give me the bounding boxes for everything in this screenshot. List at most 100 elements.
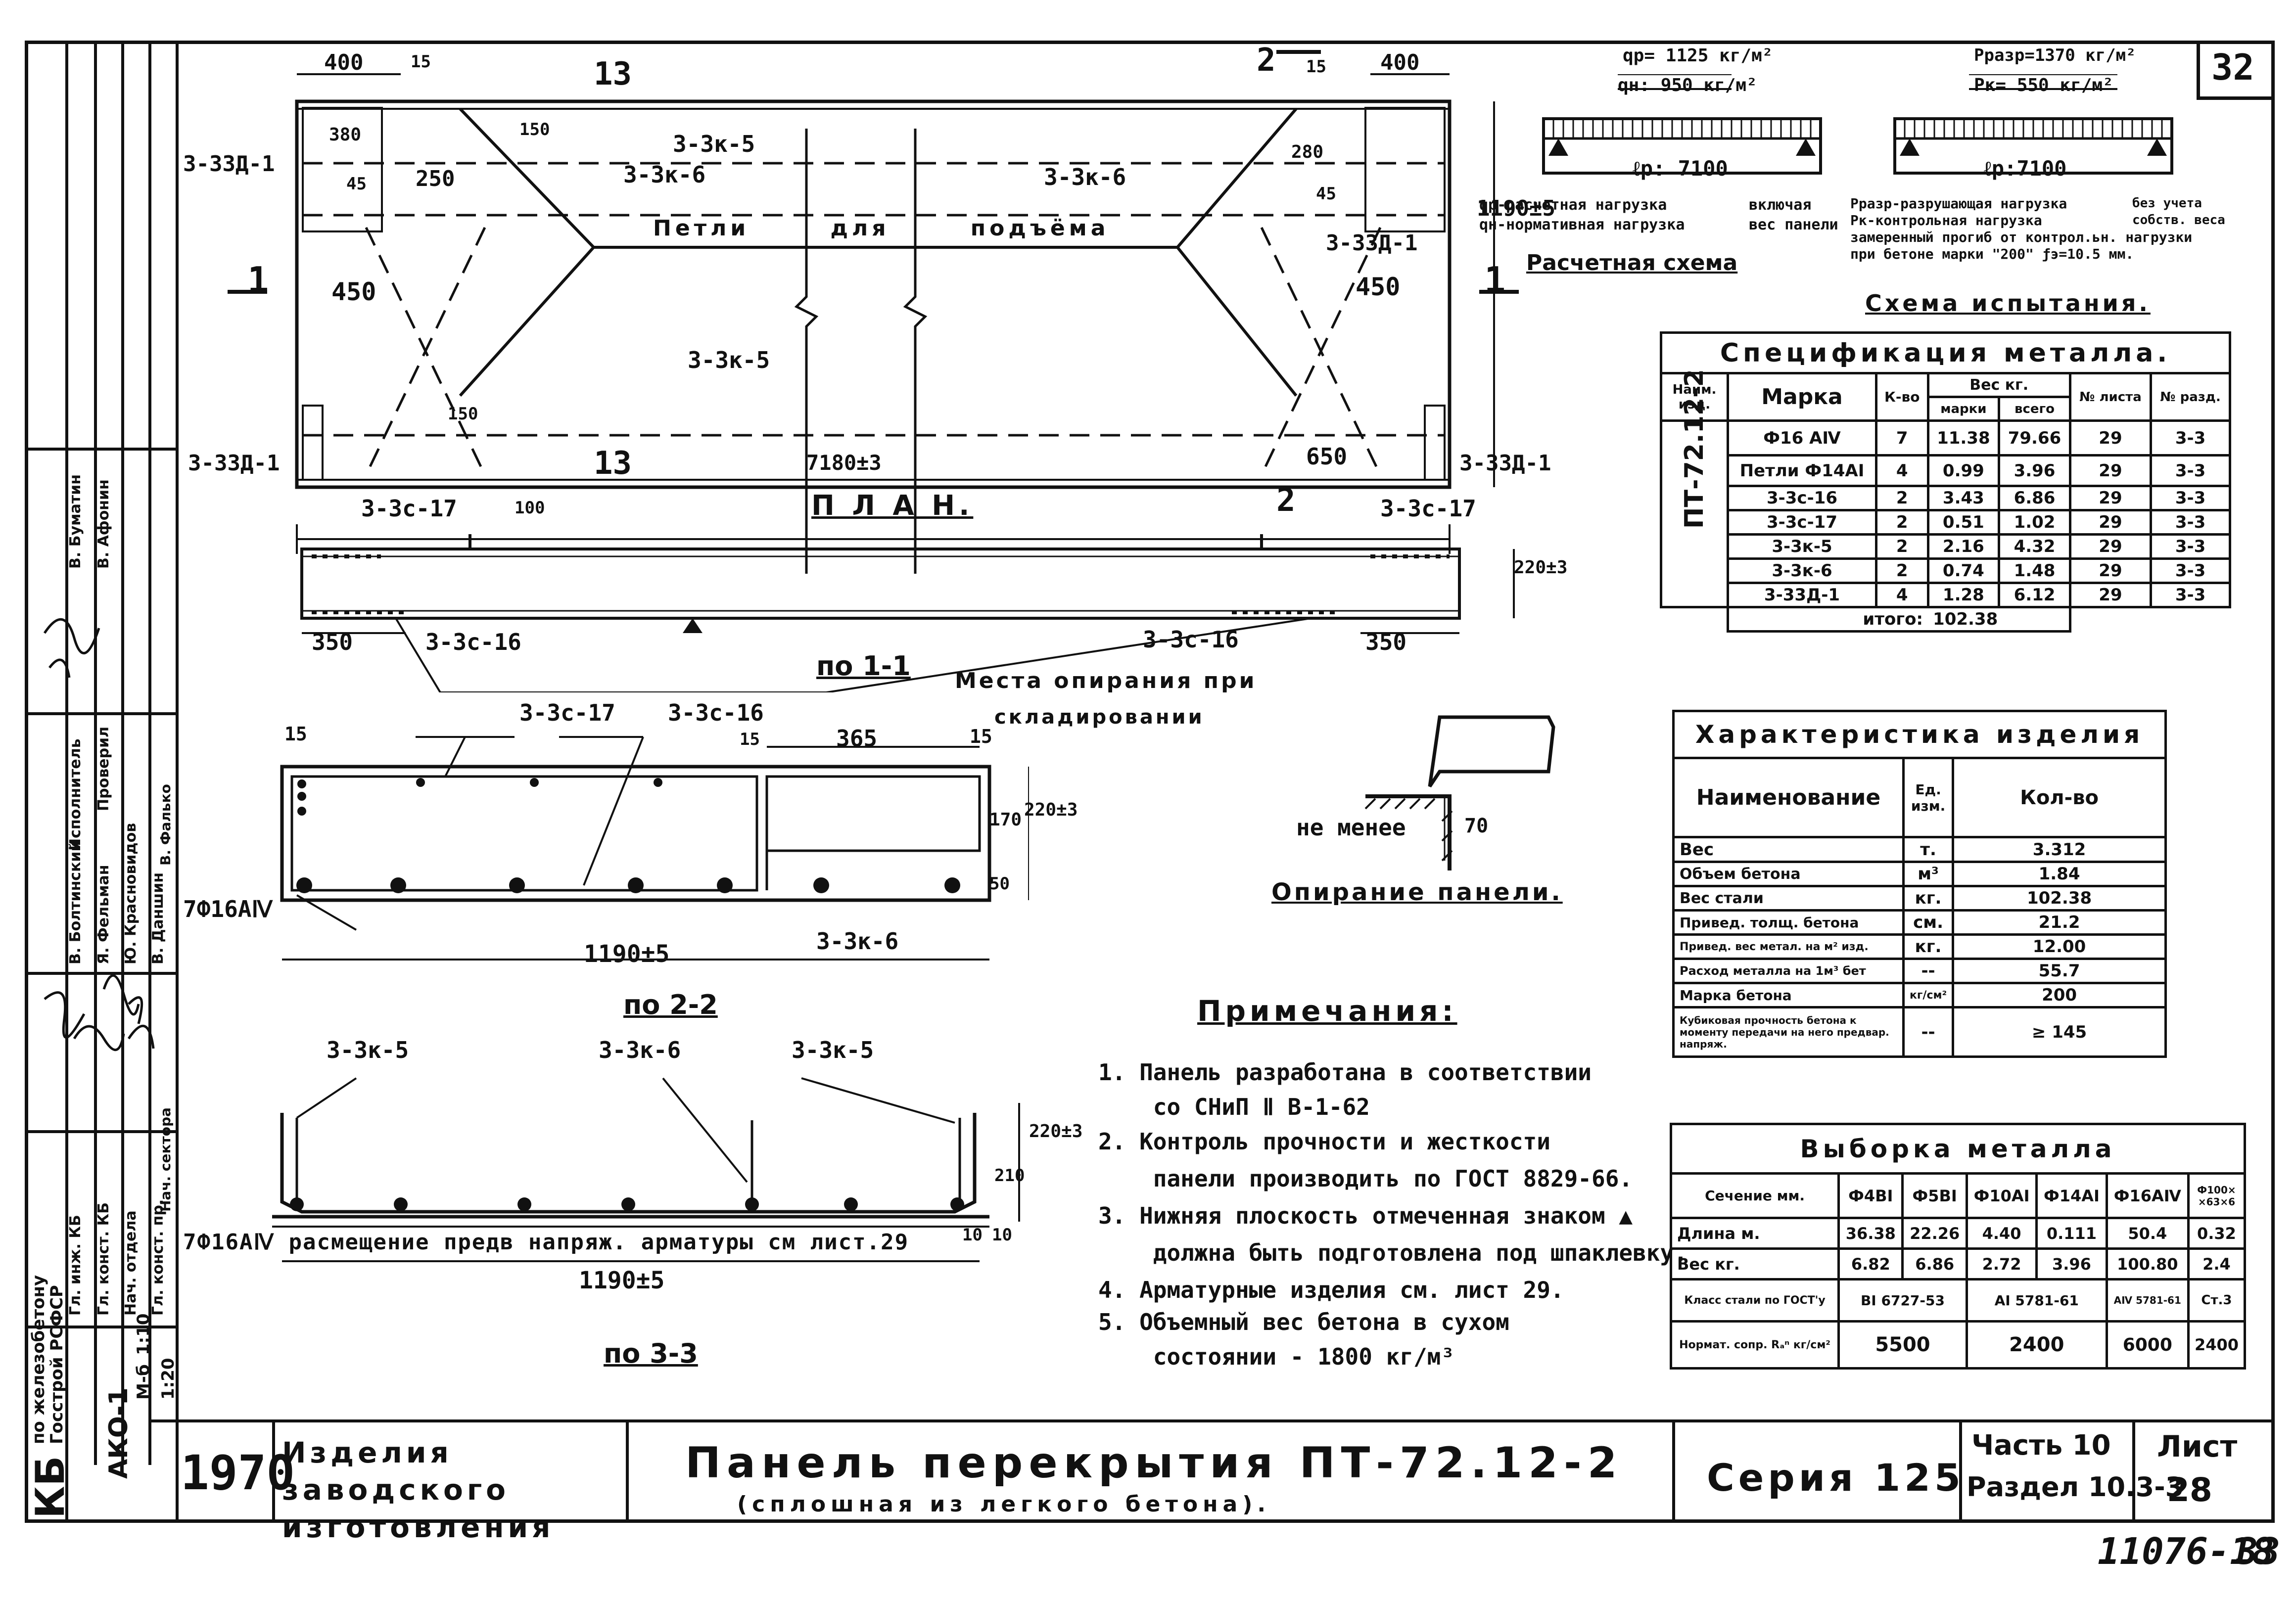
- select-cell: 36.38: [1837, 1217, 1904, 1250]
- title-divider: [1959, 1419, 1962, 1523]
- spec-h-mark: Марка: [1727, 372, 1877, 422]
- spec-cell: 3-3с-16: [1727, 485, 1877, 511]
- spec-cell: 3-33Д-1: [1727, 582, 1877, 608]
- plan-label-33d1-br: 3-33Д-1: [1459, 451, 1551, 476]
- s11-label-3c17-left: 3-3с-17: [361, 495, 457, 522]
- s33-dim-210: 210: [994, 1166, 1025, 1186]
- plan-label-33d1-tl: 3-33Д-1: [183, 151, 275, 177]
- select-cell: 100.80: [2105, 1247, 2190, 1281]
- spec-cell: 3-3: [2150, 557, 2231, 584]
- spec-cell: 2: [1874, 533, 1929, 560]
- s33-dim-10a: 10: [962, 1225, 983, 1245]
- note-line-7: 4. Арматурные изделия см. лист 29.: [1098, 1277, 1564, 1303]
- plan-dim-400-left: 400: [324, 50, 364, 75]
- spec-cell: 29: [2068, 533, 2153, 560]
- s22-dim-1190: 1190±5: [584, 940, 670, 968]
- select-cell: 2.72: [1965, 1247, 2038, 1281]
- select-cell: 0.111: [2035, 1217, 2108, 1250]
- char-cell: 55.7: [1952, 958, 2167, 984]
- select-cell: Вес кг.: [1669, 1247, 1840, 1281]
- spec-product: ПТ-72.12-2: [1660, 369, 1729, 608]
- select-norm-b1: 5500: [1837, 1320, 1968, 1370]
- test-scheme-drawing: [1893, 74, 2173, 175]
- char-cell: Привед. толщ. бетона: [1672, 909, 1905, 936]
- binding-line: [148, 41, 151, 1465]
- code: АКО-1: [104, 1387, 134, 1479]
- s11-support-note-1: Места опирания при: [955, 668, 1257, 693]
- spec-cell: 3-3к-5: [1727, 533, 1877, 560]
- char-cell: 102.38: [1952, 885, 2167, 912]
- test-pk: Рк= 550 кг/м²: [1974, 75, 2113, 95]
- section: Раздел 10.3-3: [1967, 1471, 2184, 1503]
- title-divider: [272, 1419, 275, 1523]
- select-h: Ф100× ×63×6: [2187, 1172, 2247, 1219]
- s33-label-3k5-right: 3-3к-5: [792, 1037, 874, 1063]
- binding-line: [176, 41, 179, 1523]
- s22-dim-170: 170: [989, 810, 1022, 830]
- char-table: Характеристика изделия Наименование Ед. …: [1672, 710, 2167, 1058]
- test-legend-1: Рразр-разрушающая нагрузка: [1850, 195, 2067, 212]
- role-2: Гл. конст. КБ: [95, 1202, 112, 1316]
- select-title: Выборка металла: [1670, 1123, 2246, 1175]
- spec-product-label: ПТ-72.12-2: [1680, 369, 1709, 529]
- calc-qp: qр= 1125 кг/м²: [1623, 46, 1773, 66]
- select-cell: Длина м.: [1669, 1217, 1840, 1250]
- select-norm-a4: 6000: [2105, 1320, 2190, 1370]
- sheet-number-box: [2197, 41, 2275, 100]
- drawing-subtitle: (сплошная из легкого бетона).: [737, 1492, 1271, 1517]
- spec-cell: 0.74: [1926, 557, 2001, 584]
- role-4: Гл. конст. пр.: [149, 1199, 167, 1316]
- plan-label-3k6-left: 3-3к-6: [623, 161, 706, 188]
- plan-dim-45-right: 45: [1316, 184, 1336, 204]
- note-line-5: 3. Нижняя плоскость отмеченная знаком ▲: [1098, 1202, 1633, 1229]
- binding-line: [25, 1130, 176, 1133]
- test-legend-5: без учета: [2132, 196, 2202, 211]
- support-note: не менее: [1296, 814, 1406, 841]
- s11-dim-350-right: 350: [1365, 629, 1407, 655]
- calc-legend-3: включая: [1749, 196, 1812, 214]
- plan-label-33d1-r: 3-33Д-1: [1326, 230, 1418, 256]
- test-lp: ℓр:7100: [1984, 156, 2067, 181]
- calc-legend-2: qн-нормативная нагрузка: [1479, 216, 1685, 233]
- s11-section-2: 2: [1276, 482, 1296, 519]
- spec-cell: 3-3к-6: [1727, 557, 1877, 584]
- calc-legend-1: qр-расчетная нагрузка: [1479, 196, 1667, 214]
- plan-dim-400-right: 400: [1380, 50, 1420, 75]
- note-line-6: должна быть подготовлена под шпаклевку.: [1098, 1239, 1687, 1266]
- char-cell: Марка бетона: [1672, 982, 1905, 1008]
- select-norm-a1: 2400: [1965, 1320, 2108, 1370]
- plan-dim-250: 250: [416, 166, 455, 191]
- plan-dim-280: 280: [1291, 142, 1324, 162]
- spec-h-sheet: № листа: [2068, 372, 2153, 422]
- sheet-number-top: 32: [2211, 46, 2254, 88]
- char-cell: кг/см²: [1902, 982, 1955, 1008]
- category: Изделия заводского изготовления: [282, 1436, 555, 1544]
- calc-scheme-drawing: [1542, 74, 1822, 175]
- plan-dim-650: 650: [1306, 443, 1348, 470]
- plan-dim-45-left: 45: [346, 174, 367, 194]
- char-cell: Вес стали: [1672, 885, 1905, 912]
- spec-cell: 3.96: [1998, 454, 2071, 487]
- char-cell: м³: [1902, 861, 1955, 887]
- spec-cell: 0.99: [1926, 454, 2001, 487]
- char-cell: кг.: [1902, 933, 1955, 960]
- plan-section-2-top: 2: [1257, 42, 1276, 79]
- plan-dim-7180: 7180±3: [806, 451, 882, 475]
- spec-cell: Петли Ф14АⅠ: [1727, 454, 1877, 487]
- select-class-b1: ВⅠ 6727-53: [1837, 1278, 1968, 1323]
- calc-legend-4: вес панели: [1749, 216, 1838, 233]
- char-title: Характеристика изделия: [1672, 710, 2167, 759]
- plan-caption: П Л А Н.: [811, 490, 974, 522]
- spec-cell: 2: [1874, 485, 1929, 511]
- char-h-unit: Ед. изм.: [1902, 757, 1955, 838]
- plan-label-3k5-bottom: 3-3к-5: [688, 347, 770, 373]
- title-divider: [2132, 1419, 2135, 1523]
- select-h: Ф5ВⅠ: [1901, 1172, 1968, 1219]
- spec-h-section: № разд.: [2150, 372, 2231, 422]
- s22-dim-15c: 15: [970, 726, 992, 747]
- spec-total-value: 102.38: [1928, 606, 2071, 633]
- select-h: Ф10АⅠ: [1965, 1172, 2038, 1219]
- plan-section-1-right: 1: [1484, 259, 1506, 301]
- section-33-drawing: [272, 1077, 1020, 1262]
- char-cell: --: [1902, 958, 1955, 984]
